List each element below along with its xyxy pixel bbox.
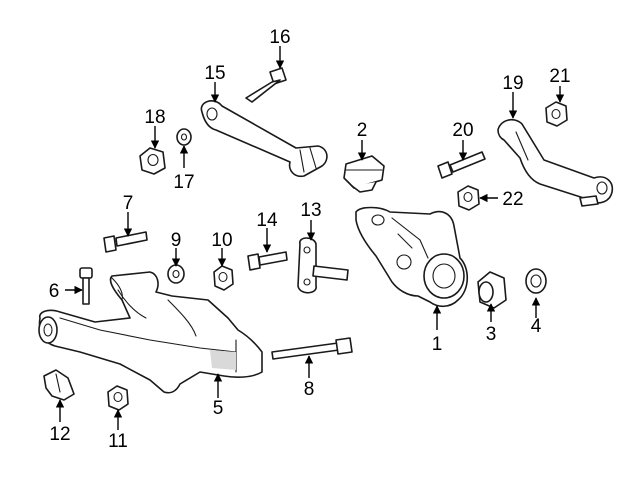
part-20-bolt[interactable] xyxy=(437,151,486,179)
callout-18: 18 xyxy=(144,107,165,128)
part-22-nut[interactable] xyxy=(457,185,480,211)
callout-10: 10 xyxy=(211,230,232,251)
callout-16: 16 xyxy=(269,27,290,48)
callout-2: 2 xyxy=(357,120,368,141)
part-18-nut[interactable] xyxy=(139,147,166,175)
part-2-bushing-mount[interactable] xyxy=(343,155,385,193)
callout-9: 9 xyxy=(171,230,182,251)
part-1-knuckle[interactable] xyxy=(355,206,469,308)
callout-12: 12 xyxy=(49,424,70,445)
callout-6: 6 xyxy=(49,281,60,302)
part-11-nut[interactable] xyxy=(107,385,129,411)
callout-20: 20 xyxy=(452,120,473,141)
part-3-bushing[interactable] xyxy=(477,271,507,309)
part-21-nut[interactable] xyxy=(545,101,568,127)
part-4-washer[interactable] xyxy=(525,268,547,294)
callout-8: 8 xyxy=(304,379,315,400)
callout-17: 17 xyxy=(173,172,194,193)
part-17-washer[interactable] xyxy=(176,128,192,146)
callout-4: 4 xyxy=(531,316,542,337)
leader-arrows xyxy=(55,46,565,430)
callout-15: 15 xyxy=(204,63,225,84)
part-7-bolt[interactable] xyxy=(103,231,148,253)
part-5-lower-control-arm[interactable] xyxy=(38,271,263,394)
callout-1: 1 xyxy=(432,334,443,355)
part-9-washer[interactable] xyxy=(167,264,185,284)
callout-13: 13 xyxy=(300,200,321,221)
callout-7: 7 xyxy=(123,193,134,214)
callout-22: 22 xyxy=(502,189,523,210)
part-14-bolt[interactable] xyxy=(247,251,288,271)
callout-11: 11 xyxy=(108,431,128,452)
part-6-bolt[interactable] xyxy=(79,267,93,305)
part-15-upper-link[interactable] xyxy=(200,100,328,178)
callout-3: 3 xyxy=(486,324,497,345)
callout-19: 19 xyxy=(502,73,523,94)
part-13-end-link[interactable] xyxy=(297,237,349,294)
part-16-bolt[interactable] xyxy=(245,67,287,103)
part-12-bracket[interactable] xyxy=(43,369,75,401)
callout-5: 5 xyxy=(213,398,224,419)
callout-14: 14 xyxy=(256,210,278,231)
part-8-long-bolt[interactable] xyxy=(271,337,353,360)
part-10-nut[interactable] xyxy=(213,265,234,291)
part-19-upper-arm[interactable] xyxy=(497,118,614,207)
callout-labels: 1 2 3 4 5 6 7 8 9 10 11 12 13 14 15 16 1… xyxy=(49,27,571,452)
callout-21: 21 xyxy=(549,66,570,87)
